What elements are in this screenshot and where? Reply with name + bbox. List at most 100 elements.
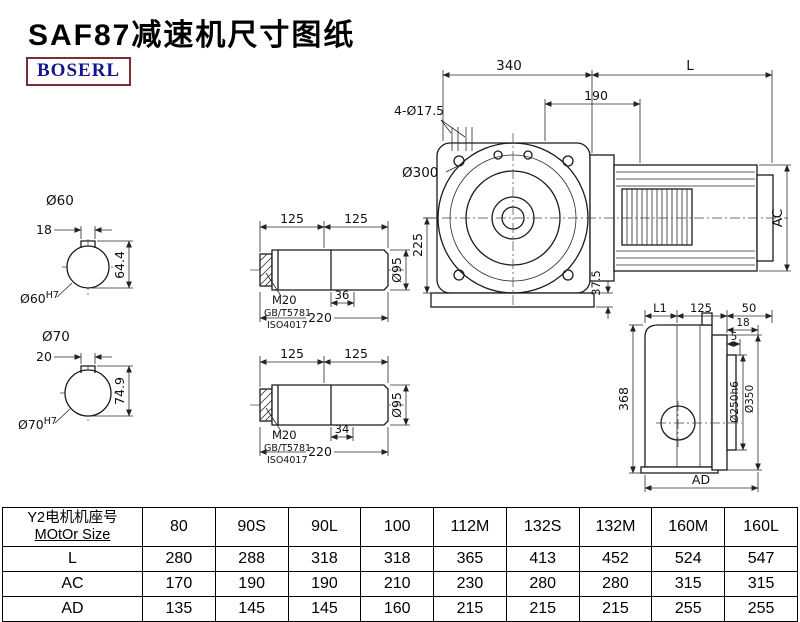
- dim-motor-height: AC: [770, 209, 786, 227]
- table-row-label: L: [2, 546, 143, 572]
- table-cell: 145: [287, 596, 362, 622]
- dim-shaft-dia-2: Ø95: [389, 392, 404, 418]
- table-cell: 255: [651, 596, 726, 622]
- table-row-AC: AC 170 190 190 210 230 280 280 315 315: [2, 571, 798, 597]
- bore-value-1: Ø60: [20, 291, 46, 306]
- shaft-bore-circle-2: [64, 369, 112, 417]
- table-cell: 190: [287, 571, 362, 597]
- table-cell: 288: [214, 546, 289, 572]
- shaft-body-1: [271, 249, 389, 291]
- bolt-hole: [493, 150, 503, 160]
- thread-label-1: M20: [272, 293, 297, 307]
- page-title: SAF87减速机尺寸图纸: [28, 19, 356, 52]
- table-cell: 215: [433, 596, 507, 622]
- shaft-side-view-1: 125 125 M20 GB/T5781 ISO4017 36 220 Ø95: [250, 211, 410, 331]
- dim-flange-dia: Ø300: [402, 165, 438, 181]
- bore-tolerance-2: H7: [44, 416, 57, 427]
- table-cell: 190: [214, 571, 289, 597]
- dim-seg-a-2: 125: [280, 346, 304, 361]
- table-cell: 215: [505, 596, 580, 622]
- motor-size-table: Y2电机机座号 MOtOr Size 80 90S 90L 100 112M 1…: [2, 507, 798, 622]
- table-cell: 547: [724, 546, 798, 572]
- column-header: 90L: [287, 507, 362, 547]
- dim-seg-b-1: 125: [344, 211, 368, 226]
- dim-adapter: 125: [690, 301, 712, 315]
- standard-iso-2: ISO4017: [267, 455, 308, 466]
- dim-5: 5: [731, 331, 738, 343]
- dim-bore-2: Ø70H7: [18, 416, 57, 432]
- dim-mount-holes: 4-Ø17.5: [394, 103, 444, 118]
- standard-iso-1: ISO4017: [267, 320, 308, 331]
- table-cell: 145: [214, 596, 289, 622]
- dim-thread-len-2: 34: [335, 422, 350, 436]
- table-cell: 524: [651, 546, 726, 572]
- table-row-AD: AD 135 145 145 160 215 215 215 255 255: [2, 596, 798, 622]
- dim-motor-length: L: [686, 58, 694, 74]
- bore-value-2: Ø70: [18, 417, 44, 432]
- dim-total-height-2: 74.9: [112, 377, 127, 405]
- output-flange-plate: [711, 334, 728, 471]
- dim-center-height: 225: [410, 233, 425, 257]
- column-header: 80: [142, 507, 216, 547]
- dim-l1: L1: [653, 301, 667, 315]
- thread-label-2: M20: [272, 428, 297, 442]
- brand-logo: BOSERL: [26, 57, 132, 86]
- table-row-label: AD: [2, 596, 143, 622]
- dimension-drawing: 18 Ø60 64.4 Ø60H7 20 Ø70 74.9: [18, 58, 791, 492]
- table-cell: 452: [578, 546, 653, 572]
- motor-frame-label-cn: Y2电机机座号: [27, 510, 118, 526]
- dim-thread-len-1: 36: [335, 288, 350, 302]
- table-cell: 318: [287, 546, 362, 572]
- column-header: 160M: [651, 507, 726, 547]
- column-header: 112M: [433, 507, 507, 547]
- table-cell: 315: [724, 571, 798, 597]
- column-header: 132M: [578, 507, 653, 547]
- dim-total-len-2: 220: [308, 444, 332, 459]
- column-header: 90S: [214, 507, 289, 547]
- table-header-size-cell: Y2电机机座号 MOtOr Size: [2, 507, 143, 547]
- table-cell: 160: [360, 596, 435, 622]
- table-cell: 210: [360, 571, 435, 597]
- dim-seg-a-1: 125: [280, 211, 304, 226]
- shaft-side-view-2: 125 125 M20 GB/T5781 ISO4017 34 220 Ø95: [250, 346, 410, 466]
- top-step: [701, 312, 713, 326]
- standard-gb-1: GB/T5781: [264, 308, 311, 319]
- gearbox-side-body: [644, 324, 713, 468]
- shaft-body-2: [271, 384, 389, 426]
- table-cell: 170: [142, 571, 216, 597]
- dim-key-width-1: 18: [36, 222, 52, 237]
- dim-seg-b-2: 125: [344, 346, 368, 361]
- table-header-row: Y2电机机座号 MOtOr Size 80 90S 90L 100 112M 1…: [2, 507, 798, 547]
- bolt-hole: [523, 150, 533, 160]
- table-cell: 135: [142, 596, 216, 622]
- dim-dia-1: Ø60: [46, 193, 74, 209]
- dim-flange-dia-side: Ø350: [744, 385, 756, 413]
- table-cell: 365: [433, 546, 507, 572]
- table-cell: 280: [142, 546, 216, 572]
- table-cell: 315: [651, 571, 726, 597]
- motor-frame-label-en: MOtOr Size: [34, 527, 111, 543]
- dim-dia-2: Ø70: [42, 329, 70, 345]
- dim-shaft-dia-1: Ø95: [389, 257, 404, 283]
- corner-hole: [453, 155, 465, 167]
- table-row-L: L 280 288 318 318 365 413 452 524 547: [2, 546, 798, 572]
- front-view: 4-Ø17.5 Ø300 340 L 190 225 37.5: [394, 58, 791, 319]
- column-header: 100: [360, 507, 435, 547]
- side-view: L1 125 50 18 5 368 Ø250h6 Ø350 AD: [616, 301, 773, 492]
- dim-total-height-1: 64.4: [112, 251, 127, 279]
- dim-spigot-dia: Ø250h6: [729, 381, 741, 423]
- table-cell: 280: [505, 571, 580, 597]
- table-cell: 413: [505, 546, 580, 572]
- corner-hole: [562, 269, 574, 281]
- dim-height-368: 368: [616, 387, 631, 411]
- bore-tolerance-1: H7: [46, 290, 59, 301]
- dim-50: 50: [742, 301, 757, 315]
- standard-gb-2: GB/T5781: [264, 443, 311, 454]
- shaft-end-view-2: 20 Ø70 74.9 Ø70H7: [18, 329, 133, 432]
- corner-hole: [453, 269, 465, 281]
- table-cell: 318: [360, 546, 435, 572]
- table-cell: 255: [724, 596, 798, 622]
- table-cell: 215: [578, 596, 653, 622]
- base-plate: [430, 292, 595, 308]
